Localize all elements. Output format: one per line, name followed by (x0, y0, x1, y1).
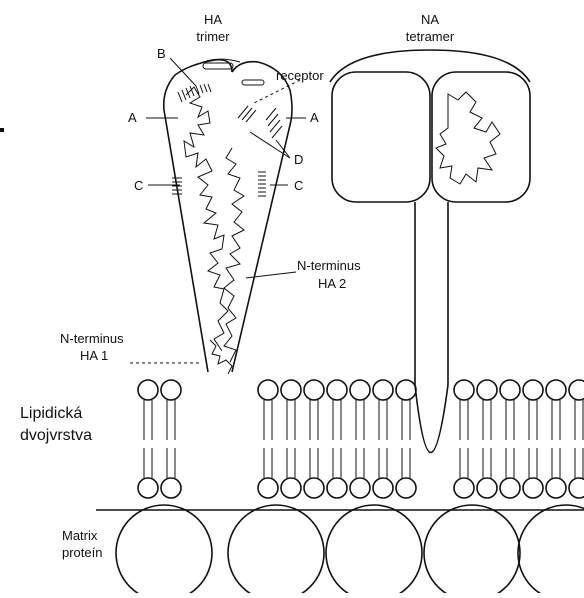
ha-subtitle: trimer (196, 29, 230, 44)
na-subtitle: tetramer (406, 29, 455, 44)
na-stalk-bottom (415, 385, 448, 453)
phospholipid (569, 380, 584, 498)
label-ha2: HA 2 (318, 276, 346, 291)
antigenic-site-d (238, 106, 282, 138)
matrix-protein-circle (424, 505, 520, 593)
ha2-helix-chain (224, 148, 244, 362)
label-site-d: D (294, 152, 303, 167)
phospholipid (304, 380, 324, 498)
antigenic-site-b (196, 84, 211, 94)
na-head-right (432, 72, 530, 202)
ha-outline-right (232, 62, 292, 372)
pointer-receptor (252, 80, 300, 104)
ha-outline-left (164, 60, 232, 110)
label-matrix-protein: Matrix (62, 528, 98, 543)
label-n-terminus-ha1: N-terminus (60, 331, 124, 346)
matrix-protein-layer (96, 505, 584, 593)
label-site-a-right: A (310, 110, 319, 125)
matrix-protein-circle (518, 505, 584, 593)
phospholipid (161, 380, 181, 498)
na-head-left (332, 72, 430, 202)
label-n-terminus-ha2: N-terminus (297, 258, 361, 273)
phospholipid (281, 380, 301, 498)
ha-title: HA (204, 12, 222, 27)
ha-outline-stalk-left (164, 110, 208, 372)
antigenic-site-c-right (258, 172, 266, 196)
pointer-n-term-ha2 (246, 272, 296, 278)
label-receptor: receptor (276, 68, 324, 83)
label-site-c-right: C (294, 178, 303, 193)
lipid-bilayer (138, 380, 584, 498)
phospholipid (477, 380, 497, 498)
label-ha1: HA 1 (80, 348, 108, 363)
label-site-a-left: A (128, 110, 137, 125)
na-right-chain (436, 92, 500, 184)
matrix-protein-circle (228, 505, 324, 593)
phospholipid (350, 380, 370, 498)
phospholipid (138, 380, 158, 498)
phospholipid (454, 380, 474, 498)
pointer-b (170, 58, 196, 86)
na-head-arc (330, 50, 530, 82)
label-site-c-left: C (134, 178, 143, 193)
pointer-lines (130, 58, 306, 363)
ha-polypeptide-chain (184, 87, 228, 351)
phospholipid (523, 380, 543, 498)
label-lipid-bilayer: Lipidická (20, 405, 82, 422)
phospholipid (258, 380, 278, 498)
matrix-protein-circle (326, 505, 422, 593)
matrix-protein-circle (116, 505, 212, 593)
antigenic-site-a-left (178, 86, 194, 102)
edge-mark (0, 128, 4, 132)
ha-top-site (203, 63, 233, 69)
phospholipid (546, 380, 566, 498)
label-matrix-protein-2: proteín (62, 545, 102, 560)
phospholipid (396, 380, 416, 498)
pointer-d-1 (250, 132, 290, 158)
ha-receptor-pocket (242, 80, 264, 85)
ha-trimer (164, 59, 292, 374)
label-lipid-bilayer-2: dvojvrstva (20, 427, 92, 444)
ha-tail (210, 340, 232, 374)
na-title: NA (421, 12, 439, 27)
label-site-b: B (157, 46, 166, 61)
phospholipid (500, 380, 520, 498)
phospholipid (373, 380, 393, 498)
phospholipid (327, 380, 347, 498)
